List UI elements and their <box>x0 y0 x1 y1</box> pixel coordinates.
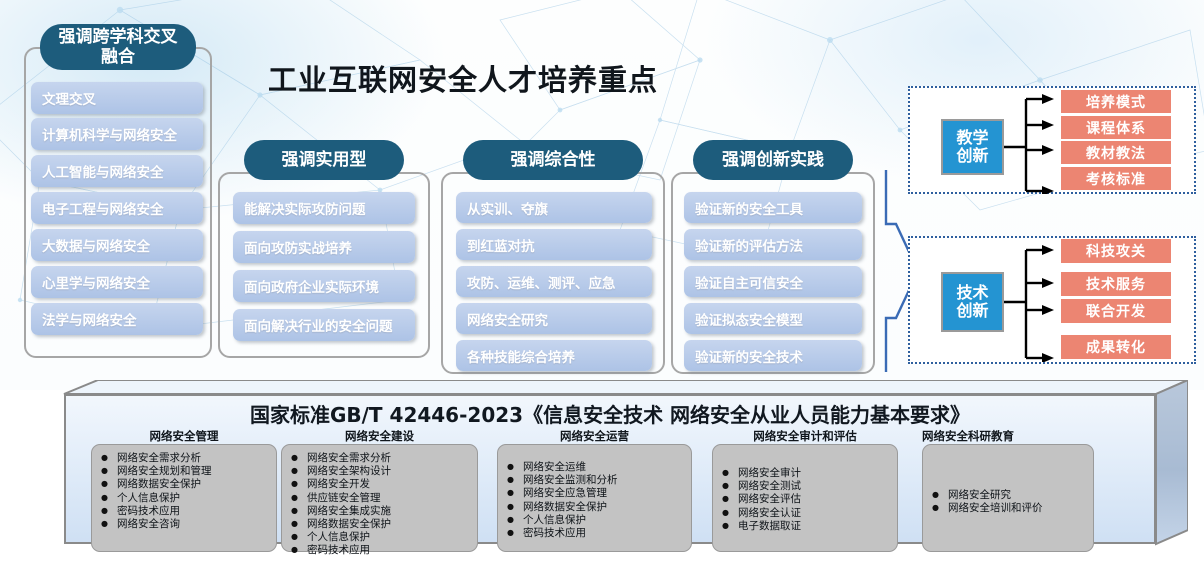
pill-comprehensive-2[interactable]: 到红蓝对抗 <box>456 229 652 260</box>
standard-banner-title: 国家标准GB/T 42446-2023《信息安全技术 网络安全从业人员能力基本要… <box>249 402 971 427</box>
pill-interdisciplinary-4[interactable]: 电子工程与网络安全 <box>31 192 203 224</box>
outcome-technical-2[interactable]: 技术服务 <box>1061 272 1171 296</box>
list-item: 个人信息保护 <box>97 491 271 505</box>
list-item: 网络安全研究 <box>928 488 1088 502</box>
list-item: 密码技术应用 <box>287 543 472 557</box>
list-item: 密码技术应用 <box>503 526 686 540</box>
pill-interdisciplinary-3[interactable]: 人工智能与网络安全 <box>31 155 203 187</box>
outcome-teaching-2[interactable]: 课程体系 <box>1061 116 1171 139</box>
bottom-card-construction-body: 网络安全需求分析 网络安全架构设计 网络安全开发 供应链安全管理 网络安全集成实… <box>281 444 478 557</box>
list-item: 个人信息保护 <box>287 530 472 544</box>
bottom-card-audit-title: 网络安全审计和评估 <box>753 429 857 443</box>
pill-practical-1[interactable]: 能解决实际攻防问题 <box>233 192 415 224</box>
bottom-card-management-list: 网络安全需求分析 网络安全规划和管理 网络数据安全保护 个人信息保护 密码技术应… <box>97 451 271 531</box>
list-item: 供应链安全管理 <box>287 491 472 505</box>
bottom-card-audit-list: 网络安全审计 网络安全测试 网络安全评估 网络安全认证 电子数据取证 <box>718 466 892 533</box>
list-item: 网络安全认证 <box>718 506 892 520</box>
pill-interdisciplinary-6[interactable]: 心里学与网络安全 <box>31 266 203 298</box>
pill-comprehensive-1[interactable]: 从实训、夺旗 <box>456 192 652 223</box>
pill-comprehensive-4[interactable]: 网络安全研究 <box>456 303 652 334</box>
node-technical-innovation[interactable]: 技术 创新 <box>941 272 1004 332</box>
column-interdisciplinary-header-line2: 融合 <box>101 47 135 67</box>
bottom-card-construction-title: 网络安全建设 <box>345 429 414 443</box>
list-item: 网络安全测试 <box>718 479 892 493</box>
bottom-card-research-education-list: 网络安全研究 网络安全培训和评价 <box>928 488 1088 515</box>
outcome-technical-4[interactable]: 成果转化 <box>1061 335 1171 359</box>
list-item: 网络安全集成实施 <box>287 504 472 518</box>
bottom-card-operation-title: 网络安全运营 <box>560 429 629 443</box>
column-interdisciplinary-header: 强调跨学科交叉融合 <box>40 24 196 70</box>
list-item: 个人信息保护 <box>503 513 686 527</box>
list-item: 网络安全开发 <box>287 477 472 491</box>
bottom-card-research-education-body: 网络安全研究 网络安全培训和评价 <box>922 444 1094 552</box>
pill-practical-4[interactable]: 面向解决行业的安全问题 <box>233 309 415 341</box>
pill-comprehensive-5[interactable]: 各种技能综合培养 <box>456 340 652 371</box>
pill-interdisciplinary-5[interactable]: 大数据与网络安全 <box>31 229 203 261</box>
node-teaching-innovation[interactable]: 教学 创新 <box>941 119 1004 175</box>
bottom-card-audit-body: 网络安全审计 网络安全测试 网络安全评估 网络安全认证 电子数据取证 <box>712 444 898 552</box>
list-item: 网络安全评估 <box>718 492 892 506</box>
bottom-card-operation-list: 网络安全运维 网络安全监测和分析 网络安全应急管理 网络数据安全保护 个人信息保… <box>503 460 686 540</box>
column-practical-header: 强调实用型 <box>244 140 404 180</box>
list-item: 网络数据安全保护 <box>287 517 472 531</box>
list-item: 网络安全审计 <box>718 466 892 480</box>
bottom-card-construction-list: 网络安全需求分析 网络安全架构设计 网络安全开发 供应链安全管理 网络安全集成实… <box>287 451 472 558</box>
outcome-technical-1[interactable]: 科技攻关 <box>1061 239 1171 263</box>
outcome-teaching-1[interactable]: 培养模式 <box>1061 90 1171 113</box>
pill-practical-2[interactable]: 面向攻防实战培养 <box>233 231 415 263</box>
pill-innovative-5[interactable]: 验证新的安全技术 <box>684 340 862 371</box>
pill-interdisciplinary-2[interactable]: 计算机科学与网络安全 <box>31 118 203 150</box>
column-interdisciplinary-header-line1: 强调跨学科交叉 <box>58 26 178 47</box>
pill-innovative-1[interactable]: 验证新的安全工具 <box>684 192 862 223</box>
list-item: 网络安全需求分析 <box>97 451 271 465</box>
page-title: 工业互联网安全人才培养重点 <box>268 63 659 97</box>
list-item: 网络安全架构设计 <box>287 464 472 478</box>
pill-interdisciplinary-7[interactable]: 法学与网络安全 <box>31 303 203 335</box>
bottom-card-research-education-title: 网络安全科研教育 <box>922 429 1014 443</box>
list-item: 网络安全运维 <box>503 460 686 474</box>
list-item: 网络数据安全保护 <box>97 477 271 491</box>
pill-practical-3[interactable]: 面向政府企业实际环境 <box>233 270 415 302</box>
list-item: 网络安全监测和分析 <box>503 473 686 487</box>
list-item: 网络安全需求分析 <box>287 451 472 465</box>
list-item: 网络安全规划和管理 <box>97 464 271 478</box>
pill-innovative-2[interactable]: 验证新的评估方法 <box>684 229 862 260</box>
pill-innovative-4[interactable]: 验证拟态安全模型 <box>684 303 862 334</box>
pill-interdisciplinary-1[interactable]: 文理交叉 <box>31 82 203 114</box>
bottom-card-operation-body: 网络安全运维 网络安全监测和分析 网络安全应急管理 网络数据安全保护 个人信息保… <box>497 444 692 552</box>
outcome-technical-3[interactable]: 联合开发 <box>1061 299 1171 323</box>
pill-innovative-3[interactable]: 验证自主可信安全 <box>684 266 862 297</box>
outcome-teaching-3[interactable]: 教材教法 <box>1061 141 1171 164</box>
list-item: 网络数据安全保护 <box>503 500 686 514</box>
list-item: 密码技术应用 <box>97 504 271 518</box>
list-item: 网络安全咨询 <box>97 517 271 531</box>
list-item: 网络安全应急管理 <box>503 486 686 500</box>
outcome-teaching-4[interactable]: 考核标准 <box>1061 167 1171 190</box>
column-comprehensive-header: 强调综合性 <box>463 140 643 180</box>
list-item: 网络安全培训和评价 <box>928 501 1088 515</box>
bottom-card-management-body: 网络安全需求分析 网络安全规划和管理 网络数据安全保护 个人信息保护 密码技术应… <box>91 444 277 552</box>
pill-comprehensive-3[interactable]: 攻防、运维、测评、应急 <box>456 266 652 297</box>
connector-technical-innovation <box>1004 245 1054 362</box>
node-teaching-innovation-line2: 创新 <box>956 146 989 165</box>
connector-teaching-innovation <box>1004 94 1054 194</box>
list-item: 电子数据取证 <box>718 519 892 533</box>
node-technical-innovation-line2: 创新 <box>956 301 989 320</box>
node-teaching-innovation-line1: 教学 <box>956 127 989 147</box>
column-innovative-practice-header: 强调创新实践 <box>693 140 853 180</box>
bottom-card-management-title: 网络安全管理 <box>149 429 219 443</box>
node-technical-innovation-line1: 技术 <box>956 282 989 302</box>
